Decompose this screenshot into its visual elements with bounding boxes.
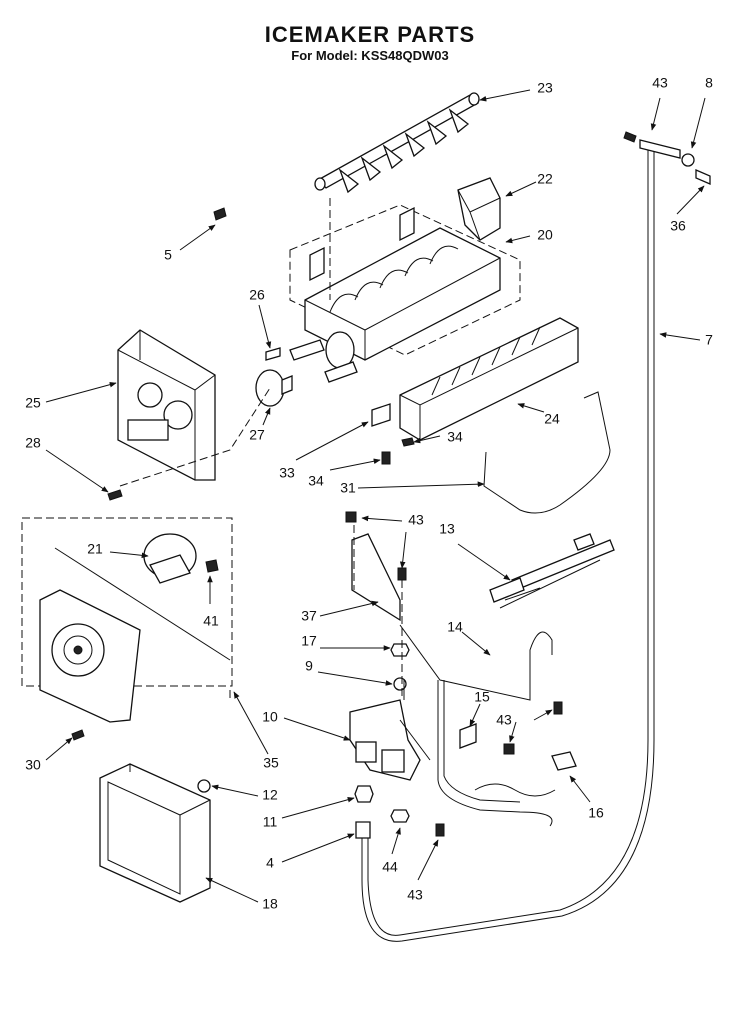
callout-34-right: 34 xyxy=(447,429,463,445)
cover-plate-part xyxy=(399,624,553,701)
support-bracket-part xyxy=(351,533,401,622)
ejector-blade-part xyxy=(314,92,480,194)
callout-5: 5 xyxy=(164,247,172,263)
callout-8: 8 xyxy=(705,75,713,91)
fitting-part xyxy=(354,785,374,880)
callout-27: 27 xyxy=(249,427,265,443)
callout-10: 10 xyxy=(262,709,278,725)
water-valve-part xyxy=(349,680,431,781)
callout-13: 13 xyxy=(439,521,455,537)
callout-44: 44 xyxy=(382,859,398,875)
callout-41: 41 xyxy=(203,613,219,629)
title-block: ICEMAKER PARTS For Model: KSS48QDW03 xyxy=(0,22,740,63)
callout-20: 20 xyxy=(537,227,553,243)
wiring-harness-part xyxy=(489,533,615,609)
mold-shaft-part xyxy=(289,339,358,383)
callout-30: 30 xyxy=(25,757,41,773)
bracket-part xyxy=(371,403,391,427)
callout-37: 37 xyxy=(301,608,317,624)
callout-43-valve: 43 xyxy=(496,712,512,728)
callout-12: 12 xyxy=(262,787,278,803)
screw-part xyxy=(71,131,637,837)
diagram-title: ICEMAKER PARTS xyxy=(264,22,476,47)
ice-bin-cover-part xyxy=(99,763,211,903)
callout-33: 33 xyxy=(279,465,295,481)
callout-11: 11 xyxy=(263,814,278,830)
fill-cup-part xyxy=(457,177,501,241)
callout-31: 31 xyxy=(340,480,356,496)
cap-part xyxy=(197,779,211,793)
shutoff-arm-part xyxy=(265,347,281,361)
callout-25: 25 xyxy=(25,395,41,411)
heater-wire-part xyxy=(437,680,577,827)
heater-housing-part xyxy=(399,317,579,441)
callout-21: 21 xyxy=(87,541,103,557)
callout-18: 18 xyxy=(262,896,278,912)
callout-14: 14 xyxy=(447,619,463,635)
mounting-plate-part xyxy=(39,589,141,723)
callout-22: 22 xyxy=(537,171,553,187)
callout-16: 16 xyxy=(588,805,604,821)
callout-26: 26 xyxy=(249,287,265,303)
grommet-part xyxy=(681,153,711,185)
nut-part xyxy=(390,643,410,823)
fill-tube-part xyxy=(361,139,681,942)
callout-35: 35 xyxy=(263,755,279,771)
icemaker-mold-part xyxy=(289,198,521,369)
thermostat-part xyxy=(255,369,293,407)
callout-9: 9 xyxy=(305,658,313,674)
callout-17: 17 xyxy=(301,633,317,649)
callout-labels: 23 43 8 22 36 5 20 26 7 25 24 28 27 33 3… xyxy=(25,75,713,912)
callout-24: 24 xyxy=(544,411,560,427)
callout-34-left: 34 xyxy=(308,473,324,489)
callout-15: 15 xyxy=(474,689,490,705)
module-housing-part xyxy=(117,329,216,481)
feeler-arm-part xyxy=(483,391,611,514)
callout-7: 7 xyxy=(705,332,713,348)
callout-28: 28 xyxy=(25,435,41,451)
callout-43-bottom: 43 xyxy=(407,887,423,903)
callout-43: 43 xyxy=(652,75,668,91)
motor-part xyxy=(143,533,197,584)
model-subtitle: For Model: KSS48QDW03 xyxy=(291,48,449,63)
callout-23: 23 xyxy=(537,80,553,96)
callout-4: 4 xyxy=(266,855,274,871)
callout-leaders xyxy=(45,89,706,903)
assembly-lines xyxy=(119,387,403,700)
callout-43-bracket: 43 xyxy=(408,512,424,528)
callout-36: 36 xyxy=(670,218,686,234)
